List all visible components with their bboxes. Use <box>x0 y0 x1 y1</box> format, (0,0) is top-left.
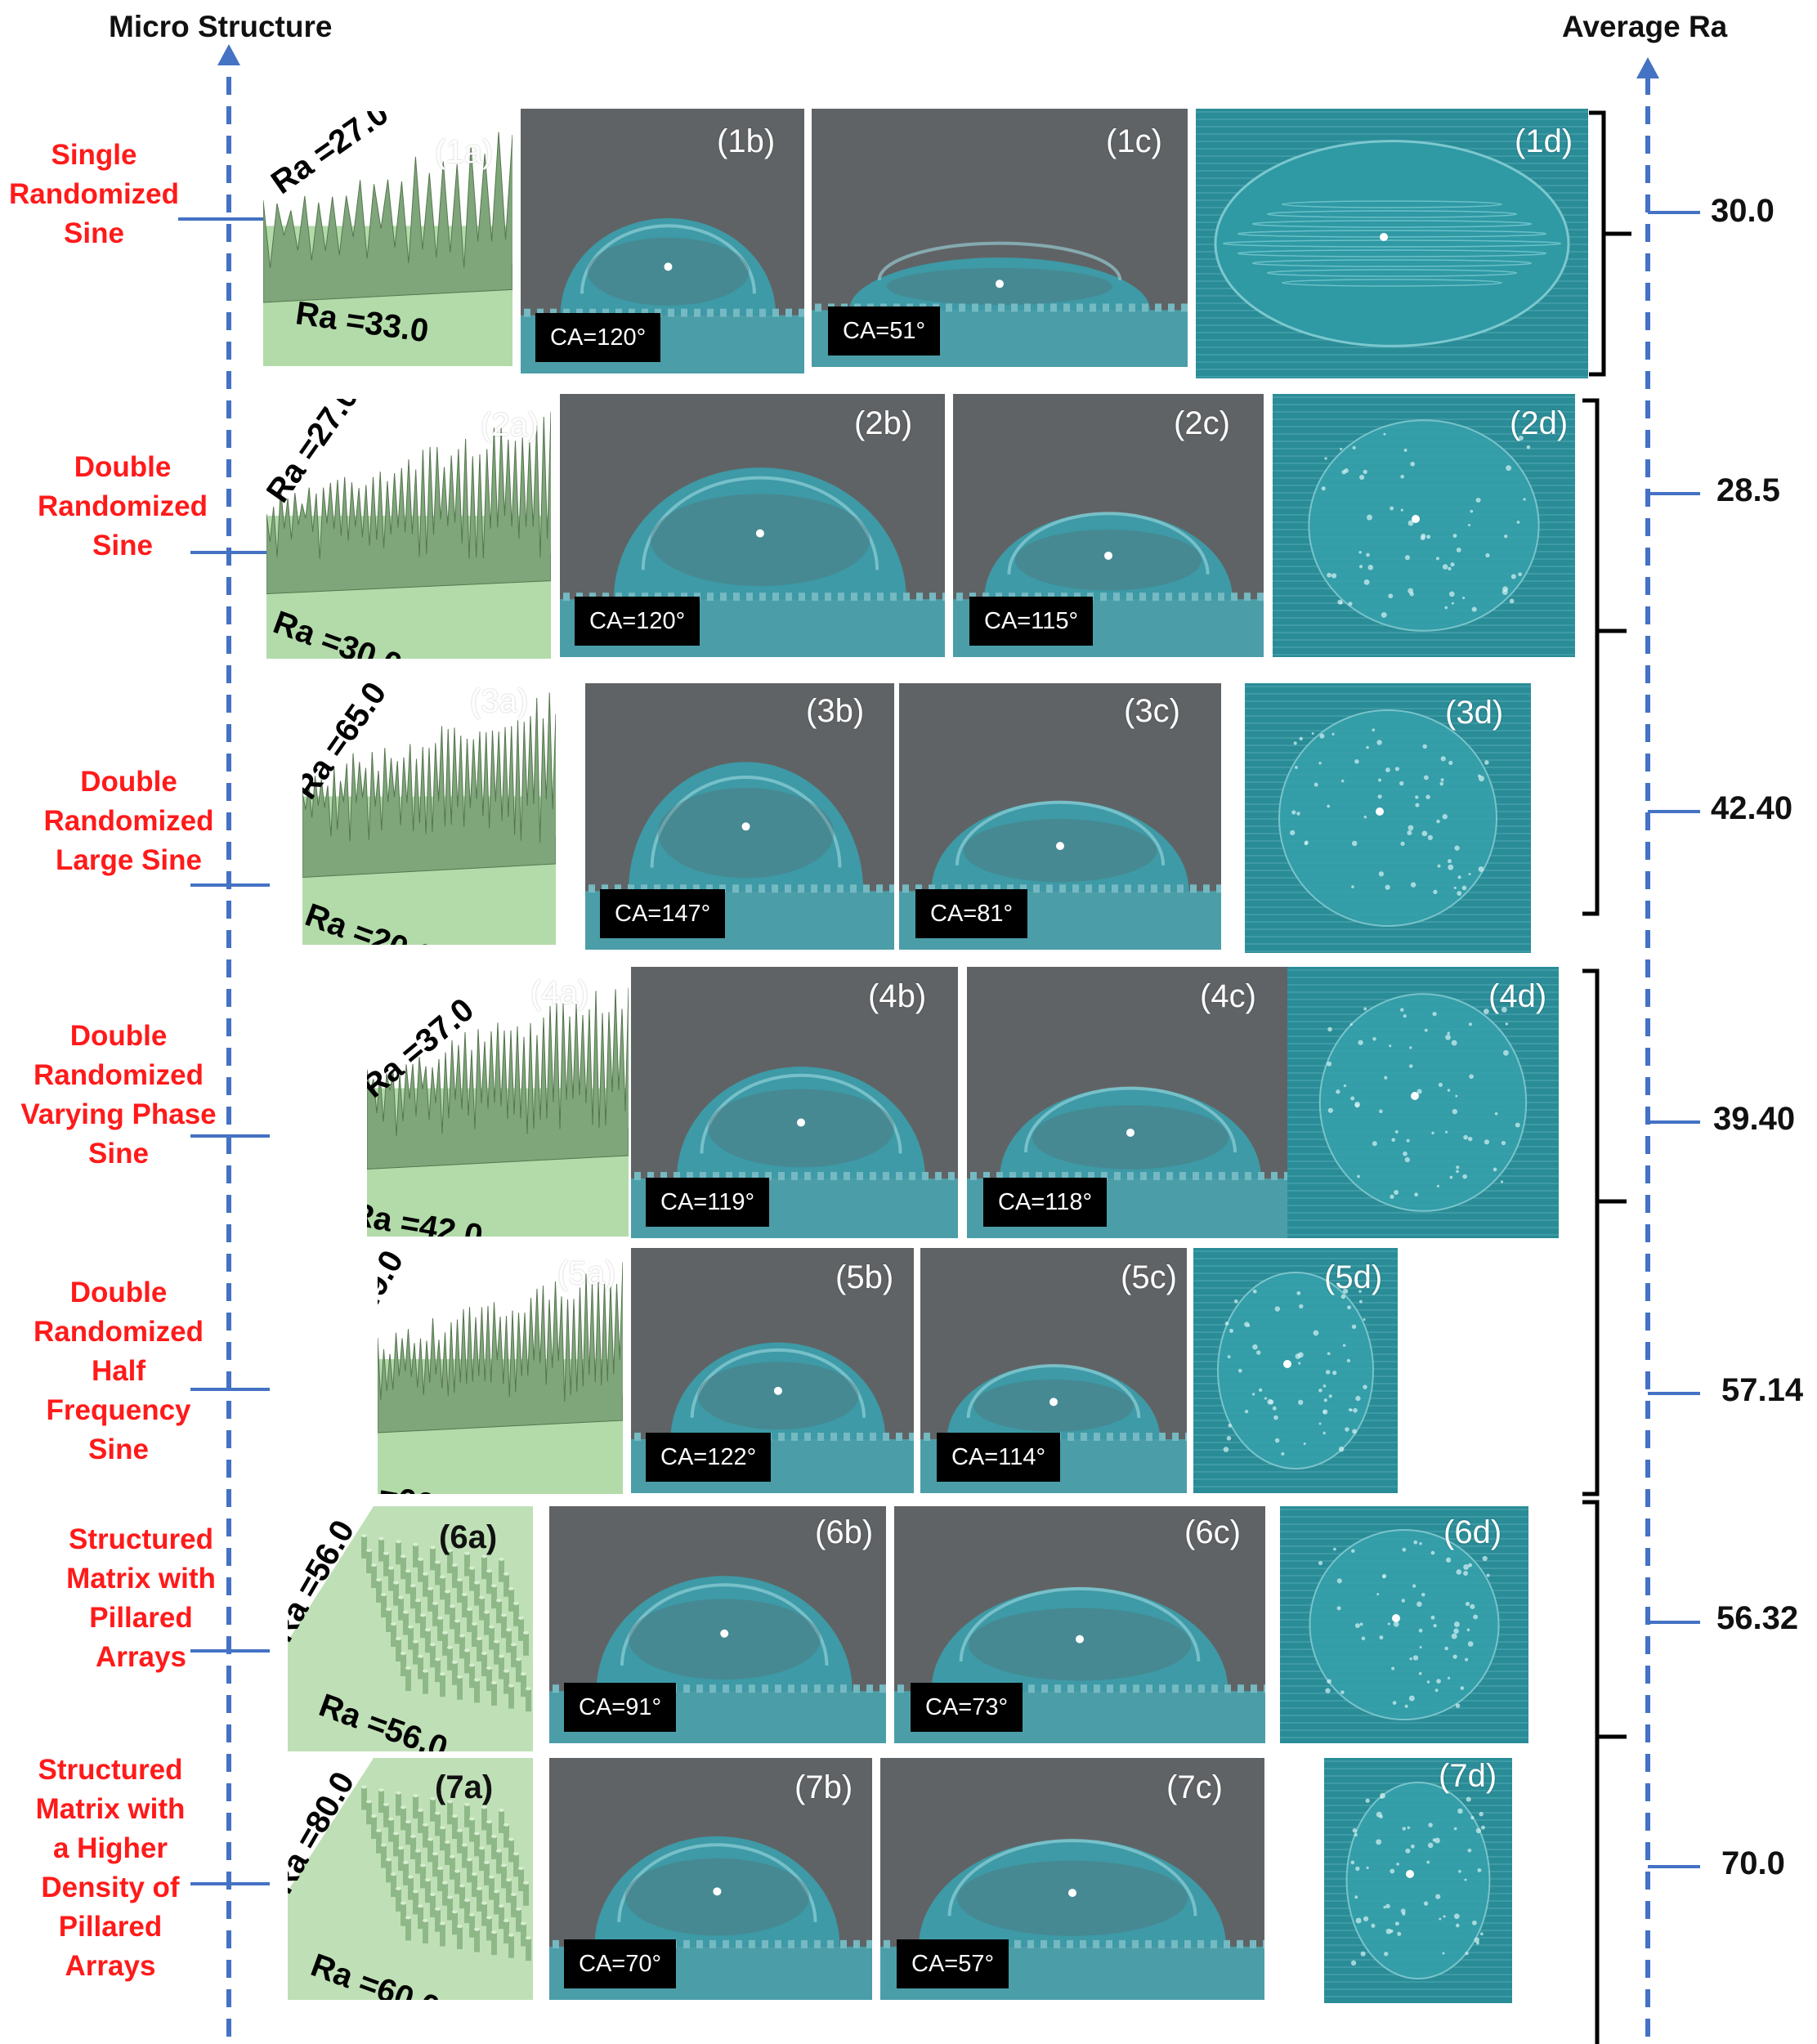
row-label-2: Double Randomized Sine <box>37 451 208 561</box>
average-ra-4: 39.40 <box>1713 1101 1796 1137</box>
droplet-side-c-3: (3c) CA=81° <box>899 683 1221 950</box>
row-label-6: Structured Matrix with Pillared Arrays <box>66 1523 216 1673</box>
contact-angle-box: CA=118° <box>983 1178 1108 1227</box>
droplet-side-b-4: (4b) CA=119° <box>631 967 958 1238</box>
surface-render <box>302 675 556 945</box>
panel-id-label: (4d) <box>1488 978 1547 1014</box>
surface-render <box>263 111 512 366</box>
contact-angle-box: CA=70° <box>564 1939 677 1988</box>
surface-render <box>367 967 629 1237</box>
droplet-side-b-1: (1b) CA=120° <box>521 109 804 373</box>
panel-id-label: (3b) <box>806 693 865 729</box>
droplet-side-b-7: (7b) CA=70° <box>549 1758 872 2000</box>
droplet-side-b-3: (3b) CA=147° <box>585 683 894 950</box>
surface-render <box>288 1758 533 2000</box>
contact-angle-box: CA=114° <box>937 1433 1061 1482</box>
contact-angle-box: CA=115° <box>969 597 1094 646</box>
panel-id-label: (7c) <box>1166 1769 1223 1805</box>
droplet-top-d-1: (1d) <box>1196 109 1588 378</box>
droplet-side-b-6: (6b) CA=91° <box>549 1506 886 1743</box>
average-ra-7: 70.0 <box>1721 1845 1785 1881</box>
right-axis-title: Average Ra <box>1562 10 1728 43</box>
panel-id-label: (4c) <box>1200 978 1256 1014</box>
average-ra-1: 30.0 <box>1711 193 1774 229</box>
contact-angle-box: CA=81° <box>915 889 1028 938</box>
contact-angle-box: CA=122° <box>646 1433 772 1482</box>
contact-angle-box: CA=120° <box>575 597 700 646</box>
droplet-top-d-2: (2d) <box>1273 394 1575 657</box>
droplet-top-d-5: (5d) <box>1193 1248 1398 1493</box>
panel-id-label: (7b) <box>794 1769 853 1805</box>
droplet-side-c-6: (6c) CA=73° <box>894 1506 1265 1743</box>
panel-id-label: (2a) <box>481 407 539 443</box>
contact-angle-box: CA=147° <box>600 889 726 938</box>
average-ra-3: 42.40 <box>1711 790 1793 826</box>
surface-render <box>288 1506 533 1751</box>
row-label-1: Single Randomized Sine <box>8 139 180 249</box>
panel-id-label: (1d) <box>1515 123 1573 159</box>
left-axis-title: Micro Structure <box>109 10 333 43</box>
surface-render <box>266 399 551 659</box>
surface-panel-5: (5a)Ra =49.0Ra =66.0 <box>378 1249 623 1494</box>
panel-id-label: (5b) <box>835 1259 894 1295</box>
panel-id-label: (2c) <box>1174 405 1230 441</box>
droplet-side-b-2: (2b) CA=120° <box>560 394 945 657</box>
panel-id-label: (6b) <box>815 1514 874 1550</box>
contact-angle-box: CA=120° <box>535 313 661 362</box>
panel-id-label: (1a) <box>435 134 494 170</box>
panel-id-label: (6c) <box>1184 1514 1241 1550</box>
brackets <box>1582 110 1631 2044</box>
panel-id-label: (3d) <box>1445 695 1504 731</box>
right-axis-arrow <box>1636 57 1659 78</box>
panel-id-label: (3a) <box>470 683 529 719</box>
average-ra-2: 28.5 <box>1716 472 1780 508</box>
panel-id-label: (7a) <box>435 1769 494 1805</box>
surface-render <box>378 1249 623 1494</box>
panel-id-label: (2b) <box>854 405 913 441</box>
average-ra-6: 56.32 <box>1716 1600 1799 1636</box>
panel-id-label: (1c) <box>1106 123 1162 159</box>
droplet-side-c-1: (1c) CA=51° <box>812 109 1188 367</box>
droplet-side-b-5: (5b) CA=122° <box>631 1248 914 1493</box>
panel-id-label: (1b) <box>717 123 776 159</box>
contact-angle-box: CA=91° <box>564 1683 677 1732</box>
contact-angle-box: CA=73° <box>911 1683 1023 1732</box>
contact-angle-box: CA=51° <box>828 306 941 356</box>
panel-id-label: (2d) <box>1510 405 1569 441</box>
panel-id-label: (6a) <box>439 1519 498 1555</box>
right-ticks <box>1648 211 1700 1868</box>
panel-id-label: (5c) <box>1121 1259 1177 1295</box>
row-label-7: Structured Matrix with a Higher Density … <box>35 1754 186 1982</box>
panel-id-label: (4a) <box>530 975 589 1011</box>
droplet-side-c-7: (7c) CA=57° <box>880 1758 1264 2000</box>
row-label-4: Double Randomized Varying Phase Sine <box>20 1020 217 1170</box>
panel-id-label: (5d) <box>1324 1259 1383 1295</box>
panel-id-label: (7d) <box>1439 1758 1497 1794</box>
row-label-5: Double Randomized Half Frequency Sine <box>33 1277 204 1465</box>
droplet-top-d-7: (7d) <box>1324 1758 1512 2003</box>
panel-id-label: (6d) <box>1443 1514 1502 1550</box>
contact-angle-box: CA=119° <box>646 1178 770 1227</box>
panel-id-label: (4b) <box>868 978 927 1014</box>
contact-angle-box: CA=57° <box>897 1939 1009 1988</box>
droplet-side-c-5: (5c) CA=114° <box>920 1248 1187 1493</box>
droplet-top-d-6: (6d) <box>1280 1506 1528 1743</box>
panel-id-label: (5a) <box>557 1255 616 1291</box>
droplet-side-c-4: (4c) CA=118° <box>967 967 1294 1238</box>
droplet-top-d-4: (4d) <box>1287 967 1559 1238</box>
panel-id-label: (3c) <box>1124 693 1180 729</box>
average-ra-5: 57.14 <box>1721 1372 1804 1408</box>
droplet-side-c-2: (2c) CA=115° <box>953 394 1264 657</box>
left-axis-arrow <box>217 44 240 65</box>
droplet-top-d-3: (3d) <box>1245 683 1531 953</box>
row-label-3: Double Randomized Large Sine <box>43 766 214 876</box>
